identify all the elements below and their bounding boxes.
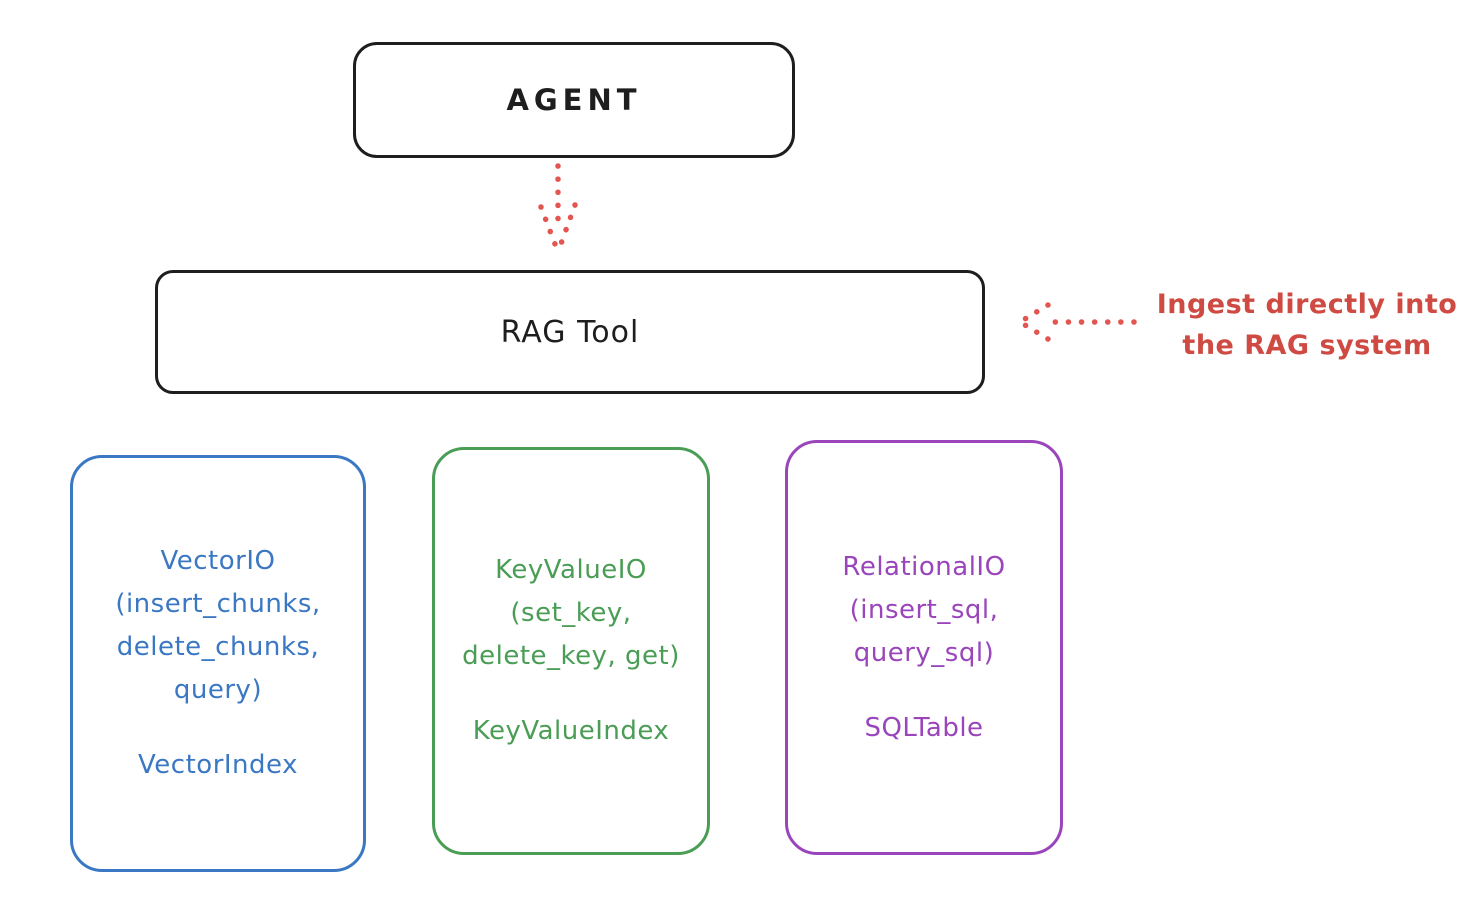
box-text-line: delete_chunks, <box>116 632 320 662</box>
box-text-line: delete_key, get) <box>462 641 680 671</box>
storage-box-text: VectorIO (insert_chunks, delete_chunks, … <box>115 540 320 712</box>
agent-to-ragtool-arrow-icon <box>538 163 578 255</box>
ingest-annotation-line1: Ingest directly into <box>1156 289 1458 320</box>
vectorio-box: VectorIO (insert_chunks, delete_chunks, … <box>70 455 366 872</box>
vectorindex-label: VectorIndex <box>138 750 298 780</box>
agent-label: AGENT <box>506 83 642 117</box>
box-text-line: KeyValueIO <box>495 555 647 585</box>
relationalio-box: RelationalIO (insert_sql, query_sql) SQL… <box>785 440 1063 855</box>
storage-box-text: RelationalIO (insert_sql, query_sql) <box>842 546 1005 675</box>
box-text-line: (insert_chunks, <box>115 589 321 619</box>
rag-tool-label: RAG Tool <box>500 314 640 350</box>
sqltable-label: SQLTable <box>864 712 984 743</box>
ingest-arrow-icon <box>1017 302 1137 342</box>
box-text-line: query_sql) <box>853 637 995 668</box>
box-text-line: (insert_sql, <box>849 594 999 625</box>
ingest-annotation: Ingest directly into the RAG system <box>1130 284 1484 366</box>
keyvalueindex-label: KeyValueIndex <box>472 716 670 746</box>
keyvalueio-box: KeyValueIO (set_key, delete_key, get) Ke… <box>432 447 710 855</box>
agent-box: AGENT <box>353 42 795 158</box>
box-text-line: RelationalIO <box>842 551 1006 582</box>
box-text-line: VectorIO <box>160 546 276 576</box>
box-text-line: (set_key, <box>510 598 632 628</box>
rag-tool-box: RAG Tool <box>155 270 985 394</box>
ingest-annotation-line2: the RAG system <box>1182 330 1432 361</box>
storage-box-text: KeyValueIO (set_key, delete_key, get) <box>462 549 680 678</box>
box-text-line: query) <box>173 675 263 705</box>
